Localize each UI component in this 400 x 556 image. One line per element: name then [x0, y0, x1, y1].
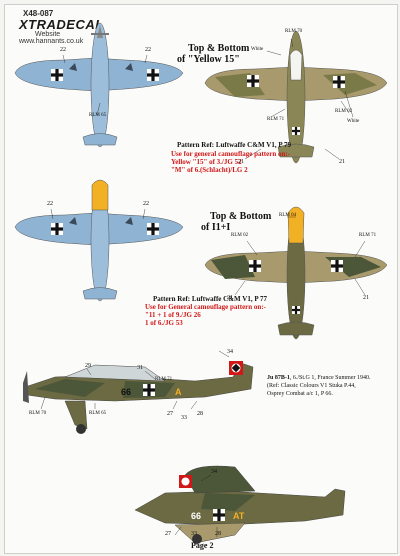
- bf109-underside-11: [14, 179, 184, 302]
- label-rlm65: RLM 65: [89, 113, 107, 118]
- label-rlm70-stuka: RLM 70: [29, 411, 47, 416]
- label-22-right: 22: [145, 47, 151, 53]
- label-28: 28: [197, 411, 203, 417]
- product-code: X48-087: [23, 9, 54, 18]
- ju87-side-profile-1: 66 A: [23, 361, 254, 434]
- profile2-use-line1: Use for General camouflage pattern on:-: [145, 303, 266, 311]
- bf109-top-yellow15: [204, 30, 388, 164]
- label-white-right: White: [347, 119, 360, 124]
- label-31: 31: [137, 365, 143, 371]
- label-21-right: 21: [339, 159, 345, 165]
- profile2-title-line1: Top & Bottom: [210, 211, 272, 222]
- profile1-title-line1: Top & Bottom: [188, 43, 250, 54]
- profile1-pattern-ref: Pattern Ref: Luftwaffe C&M V1, P 79: [177, 141, 291, 149]
- label-34: 34: [227, 349, 233, 355]
- label-27-b: 27: [165, 531, 171, 537]
- label-33-b: 33: [191, 531, 197, 537]
- label-28-b: 28: [215, 531, 221, 537]
- leader-lines: [40, 38, 366, 537]
- decal-instruction-sheet: X48-087 XTRADECAL Website www.hannants.c…: [4, 4, 398, 554]
- page-number: Page 2: [191, 541, 214, 550]
- website-label: Website: [35, 31, 61, 38]
- label-22-left: 22: [60, 47, 66, 53]
- profile1-use-line2: Yellow "15" of 3./JG 52: [171, 158, 242, 166]
- profile1-use-line1: Use for general camouflage pattern on:-: [171, 150, 291, 158]
- aircraft-artwork: 66 A 66 AT: [14, 22, 388, 544]
- bf109-underside-yellow15: [14, 22, 184, 148]
- label-27: 27: [167, 411, 173, 417]
- profile1-title-line2: of "Yellow 15": [177, 54, 240, 65]
- label-rlm02-2: RLM 02: [231, 233, 249, 238]
- label-34-b: 34: [211, 469, 217, 475]
- label-rlm04: RLM 04: [279, 213, 297, 218]
- caption-line3: Osprey Combat a/c 1, P 66.: [267, 391, 333, 397]
- label-22-left-2: 22: [47, 201, 53, 207]
- caption-line1: Ju 87B-1, 6./St.G 1, France Summer 1940.: [267, 375, 371, 381]
- label-21-right-2: 21: [363, 295, 369, 301]
- profile2-use-line3: 1 of 6./JG 53: [145, 319, 183, 327]
- label-rlm65-stuka: RLM 65: [89, 411, 107, 416]
- label-29: 29: [85, 363, 91, 369]
- bf109-top-11: [204, 206, 388, 340]
- label-rlm02: RLM 02: [335, 109, 353, 114]
- label-22-right-2: 22: [143, 201, 149, 207]
- profile2-title-line2: of I1+I: [201, 222, 231, 233]
- label-rlm71: RLM 71: [267, 117, 285, 122]
- profile2-pattern-ref: Pattern Ref: Luftwaffe C&M V1, P 77: [153, 295, 267, 303]
- fuselage-code-A: A: [175, 387, 182, 397]
- label-33: 33: [181, 415, 187, 421]
- label-21-left-2: 21: [227, 295, 233, 301]
- fuselage-code-66-b: 66: [191, 511, 201, 521]
- label-rlm71-stuka: RLM 71: [155, 377, 173, 382]
- label-white-top: White: [251, 47, 264, 52]
- website-url[interactable]: www.hannants.co.uk: [19, 38, 84, 45]
- ju87-top-view-2: 66 AT: [134, 465, 346, 544]
- label-rlm70: RLM 70: [285, 29, 303, 34]
- fuselage-code-66: 66: [121, 387, 131, 397]
- label-21-left: 21: [238, 159, 244, 165]
- label-rlm71-2: RLM 71: [359, 233, 377, 238]
- brand-logo: XTRADECAL: [19, 17, 104, 32]
- fuselage-code-AT: AT: [233, 511, 245, 521]
- caption-line2: (Ref: Classic Colours V1 Stuka P.44,: [267, 383, 356, 389]
- profile1-use-line3: "M" of 6.(Schlacht)/LG 2: [171, 166, 248, 174]
- profile2-use-line2: "11 + 1 of 9./JG 26: [145, 311, 201, 319]
